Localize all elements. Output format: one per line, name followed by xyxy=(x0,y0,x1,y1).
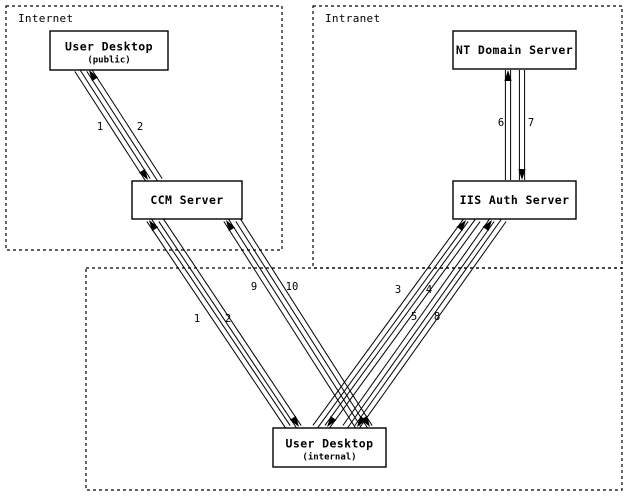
arrowhead xyxy=(139,168,148,180)
connection-line xyxy=(162,218,302,426)
node-box[interactable] xyxy=(131,180,243,220)
zone-intranet xyxy=(312,5,623,269)
connection-line xyxy=(146,221,287,429)
connection-c1b xyxy=(146,218,291,429)
arrowhead xyxy=(89,70,98,82)
connection-step-label: 3 xyxy=(395,284,401,296)
connection-c2b xyxy=(158,218,302,429)
arrowhead xyxy=(456,220,466,232)
connection-c4 xyxy=(324,218,481,429)
node-title: IIS Auth Server xyxy=(460,193,570,207)
connection-step-label: 9 xyxy=(251,281,257,293)
connection-line xyxy=(328,221,481,429)
connections-layer xyxy=(74,68,526,429)
arrowhead xyxy=(518,169,526,180)
arrowhead xyxy=(327,415,337,427)
node-box[interactable] xyxy=(49,30,169,71)
zone-internal xyxy=(85,267,623,491)
zone-label-intranet: Intranet xyxy=(325,12,380,25)
connection-step-label: 6 xyxy=(498,117,504,129)
connection-c8 xyxy=(354,218,507,429)
connection-line xyxy=(354,218,503,426)
connection-c1 xyxy=(74,68,151,182)
node-subtitle: (public) xyxy=(87,55,130,66)
node-box[interactable] xyxy=(452,180,577,220)
connection-step-label: 7 xyxy=(528,117,534,129)
connection-step-label: 10 xyxy=(286,281,299,293)
connection-line xyxy=(158,221,298,429)
node-box[interactable] xyxy=(452,30,577,70)
connection-c2 xyxy=(86,68,163,182)
connection-step-label: 8 xyxy=(434,311,440,323)
connection-step-label: 5 xyxy=(411,311,417,323)
node-user-desktop-internal[interactable]: User Desktop(internal) xyxy=(272,427,387,468)
zone-internet xyxy=(5,5,283,251)
arrowhead xyxy=(504,70,512,81)
node-ccm-server[interactable]: CCM Server xyxy=(131,180,243,220)
connection-line xyxy=(358,221,507,429)
connection-line xyxy=(223,221,357,429)
arrowhead xyxy=(482,220,492,232)
zones-layer: Internet Intranet xyxy=(5,5,623,491)
connection-labels-layer: 1 2 6 7 1 2 9 10 3 4 5 8 xyxy=(97,117,534,325)
node-user-desktop-public[interactable]: User Desktop(public) xyxy=(49,30,169,71)
node-subtitle: (internal) xyxy=(302,452,356,463)
connection-line xyxy=(316,221,469,429)
connection-step-label: 1 xyxy=(194,313,200,325)
connection-line xyxy=(74,71,147,182)
connection-line xyxy=(150,218,291,426)
node-box[interactable] xyxy=(272,427,387,468)
connection-line xyxy=(342,218,491,426)
node-title: User Desktop xyxy=(286,437,374,451)
connection-line xyxy=(78,68,151,179)
connection-c3 xyxy=(312,218,469,429)
node-title: CCM Server xyxy=(150,193,223,207)
connection-c7 xyxy=(518,70,526,180)
connection-c6 xyxy=(504,70,512,180)
zone-label-internet: Internet xyxy=(18,12,73,25)
connection-step-label: 2 xyxy=(137,121,143,133)
node-title: User Desktop xyxy=(65,40,153,54)
arrowhead xyxy=(149,220,159,232)
node-iis-auth-server[interactable]: IIS Auth Server xyxy=(452,180,577,220)
connection-line xyxy=(90,68,163,179)
node-nt-domain-server[interactable]: NT Domain Server xyxy=(452,30,577,70)
connection-c5 xyxy=(342,218,495,429)
connection-line xyxy=(346,221,495,429)
connection-line xyxy=(239,218,373,426)
connection-line xyxy=(235,221,369,429)
connection-step-label: 4 xyxy=(426,284,432,296)
arrowhead xyxy=(226,220,235,232)
connection-line xyxy=(312,218,465,426)
connection-step-label: 1 xyxy=(97,121,103,133)
node-title: NT Domain Server xyxy=(456,43,573,57)
connection-line xyxy=(227,218,361,426)
connection-line xyxy=(86,71,159,182)
connection-line xyxy=(324,218,477,426)
arrowhead xyxy=(357,415,367,427)
connection-step-label: 2 xyxy=(225,313,231,325)
arrowhead xyxy=(289,415,299,427)
